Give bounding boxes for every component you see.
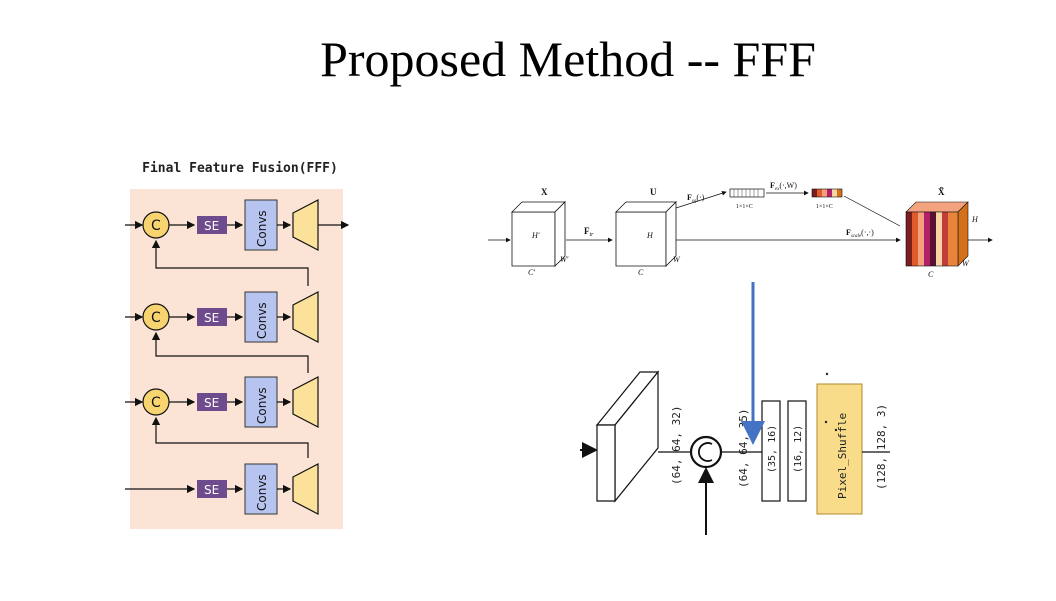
cube-x xyxy=(511,201,566,267)
squeeze-vector xyxy=(729,188,765,198)
fff-row-2: C SE Convs xyxy=(125,291,319,343)
squeeze-dim: 1×1×C xyxy=(736,204,753,210)
pixel-shuffle-block xyxy=(816,383,863,515)
u-label: U xyxy=(650,187,657,197)
x-label: X xyxy=(541,187,548,197)
fff-row-3: C SE Convs xyxy=(125,376,319,428)
conv2-dim-label: (16, 12) xyxy=(793,425,804,473)
fff-row-4: SE Convs xyxy=(125,463,319,515)
convs-label: Convs xyxy=(255,474,269,511)
conv-layer-2 xyxy=(787,400,807,502)
convs-block xyxy=(244,199,278,251)
w-prime-label: W′ xyxy=(560,255,569,264)
h-label: H xyxy=(646,231,654,240)
input-dim-label: (64, 64, 32) xyxy=(670,406,683,485)
cube-x-tilde xyxy=(905,201,969,267)
concat-symbol: C xyxy=(151,395,161,411)
convs-label: Convs xyxy=(255,302,269,339)
se-block xyxy=(197,480,227,498)
c-out-label: C xyxy=(928,270,934,279)
se-label: SE xyxy=(204,396,219,410)
slide-title: Proposed Method -- FFF xyxy=(320,31,816,87)
conv-layer-1 xyxy=(761,400,781,502)
fff-title: Final Feature Fusion(FFF) xyxy=(142,161,338,176)
x-tilde-label: X̃ xyxy=(938,187,945,197)
h-prime-label: H′ xyxy=(531,231,540,240)
se-block-diagram: X H′ W′ C′ Ftr U H W C Fsq(·) 1×1×C Fex(… xyxy=(488,181,993,279)
feature-volume xyxy=(595,370,660,503)
fff-row-1: C SE Convs xyxy=(125,199,350,251)
convs-block xyxy=(244,291,278,343)
pipeline-diagram: (64, 64, 32) (64, 64, 35) (35, 16) (16, … xyxy=(580,282,890,535)
concat-dim-label: (64, 64, 35) xyxy=(737,409,750,488)
cube-u xyxy=(615,201,677,267)
concat-symbol: C xyxy=(151,218,161,234)
concat-icon xyxy=(689,435,723,469)
f-sq-label: Fsq(·) xyxy=(687,193,705,204)
h-out-label: H xyxy=(971,215,979,224)
pixel-shuffle-label: Pixel_Shuffle xyxy=(836,413,849,499)
convs-block xyxy=(244,463,278,515)
convs-label: Convs xyxy=(255,210,269,247)
se-label: SE xyxy=(204,483,219,497)
upsample-block xyxy=(292,376,319,428)
upsample-block xyxy=(292,463,319,515)
conv1-dim-label: (35, 16) xyxy=(767,425,778,473)
upsample-block xyxy=(292,199,319,251)
output-dim-label: (128, 128, 3) xyxy=(875,404,888,490)
se-block xyxy=(197,216,227,234)
convs-label: Convs xyxy=(255,387,269,424)
se-label: SE xyxy=(204,219,219,233)
w-label: W xyxy=(673,255,681,264)
se-block xyxy=(197,393,227,411)
f-scale-label: Fscale(·,·) xyxy=(846,228,874,239)
f-ex-label: Fex(·,W) xyxy=(770,181,797,192)
se-block xyxy=(197,308,227,326)
fff-svg: C SE Convs C SE Convs xyxy=(125,199,350,515)
upsample-block xyxy=(292,291,319,343)
excitation-vector xyxy=(811,188,843,198)
w-out-label: W xyxy=(962,259,970,268)
convs-block xyxy=(244,376,278,428)
concat-symbol xyxy=(698,442,713,462)
fff-diagram: Final Feature Fusion(FFF) C SE Convs xyxy=(120,155,360,535)
concat-symbol: C xyxy=(151,310,161,326)
se-label: SE xyxy=(204,311,219,325)
f-tr-label: Ftr xyxy=(584,226,594,238)
c-label: C xyxy=(638,268,644,277)
c-prime-label: C′ xyxy=(528,268,535,277)
excitation-dim: 1×1×C xyxy=(816,204,833,210)
